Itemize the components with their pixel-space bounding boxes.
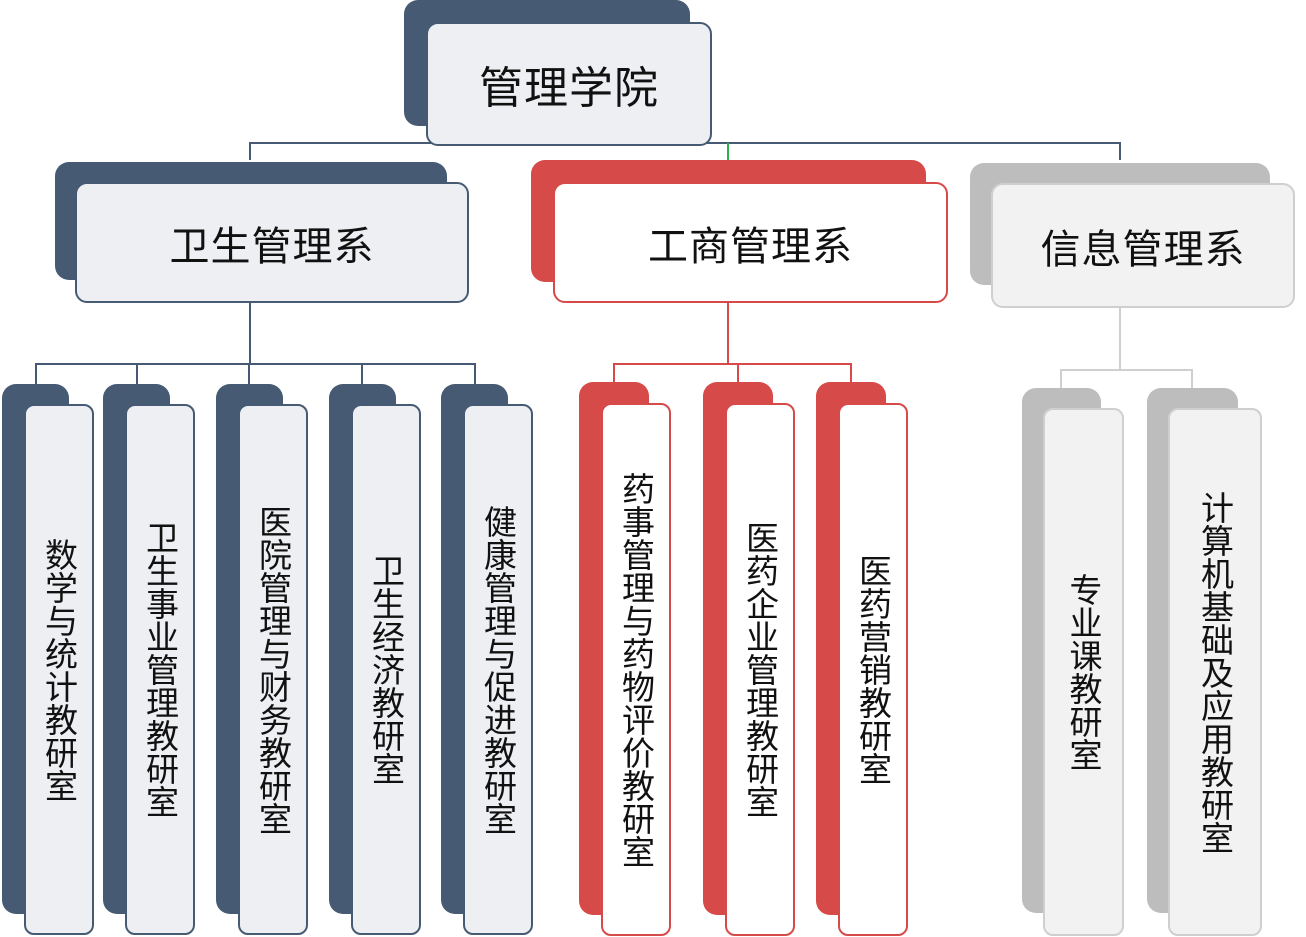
section-label: 卫生事业管理教研室	[140, 521, 180, 818]
department-node-health: 卫生管理系	[55, 162, 471, 304]
section-node-box: 健康管理与促进教研室	[463, 404, 533, 935]
section-node: 计算机基础及应用教研室	[1147, 388, 1263, 937]
section-node-box: 卫生事业管理教研室	[125, 404, 195, 935]
section-node: 卫生事业管理教研室	[103, 384, 195, 937]
department-label: 工商管理系	[648, 223, 853, 270]
root-node-box: 管理学院	[426, 22, 712, 146]
section-label: 医院管理与财务教研室	[253, 504, 293, 835]
section-node: 专业课教研室	[1022, 388, 1125, 937]
root-label: 管理学院	[479, 63, 659, 114]
section-node-box: 卫生经济教研室	[351, 404, 421, 935]
department-label: 卫生管理系	[169, 223, 375, 270]
section-node: 医药营销教研室	[816, 382, 909, 937]
section-node: 卫生经济教研室	[329, 384, 421, 937]
department-node-box: 卫生管理系	[75, 182, 469, 303]
dept2-connector	[613, 302, 852, 382]
section-node-box: 计算机基础及应用教研室	[1168, 408, 1262, 936]
department-node-information: 信息管理系	[970, 163, 1296, 309]
section-label: 药事管理与药物评价教研室	[616, 471, 656, 868]
section-label: 医药企业管理教研室	[740, 521, 780, 818]
section-label: 数学与统计教研室	[39, 537, 79, 802]
section-node-box: 数学与统计教研室	[24, 404, 94, 935]
section-node-box: 专业课教研室	[1043, 408, 1124, 936]
section-node-box: 医药营销教研室	[838, 403, 908, 936]
section-node: 医院管理与财务教研室	[216, 384, 308, 937]
section-label: 专业课教研室	[1064, 573, 1103, 771]
department-label: 信息管理系	[1040, 226, 1246, 273]
section-label: 计算机基础及应用教研室	[1195, 490, 1235, 854]
section-node: 药事管理与药物评价教研室	[579, 382, 672, 937]
department-node-box: 工商管理系	[553, 182, 948, 303]
section-label: 卫生经济教研室	[366, 554, 406, 785]
section-node: 健康管理与促进教研室	[441, 384, 533, 937]
department-node-box: 信息管理系	[991, 183, 1295, 308]
section-node: 数学与统计教研室	[2, 384, 94, 937]
department-node-business: 工商管理系	[531, 160, 949, 304]
section-label: 医药营销教研室	[853, 554, 893, 785]
root-node: 管理学院	[404, 0, 714, 148]
dept1-connector	[35, 302, 476, 384]
section-node-box: 医院管理与财务教研室	[238, 404, 308, 935]
section-node-box: 医药企业管理教研室	[725, 403, 795, 936]
dept3-connector	[1060, 307, 1193, 388]
section-node-box: 药事管理与药物评价教研室	[601, 403, 671, 936]
section-node: 医药企业管理教研室	[703, 382, 796, 937]
section-label: 健康管理与促进教研室	[478, 504, 518, 835]
